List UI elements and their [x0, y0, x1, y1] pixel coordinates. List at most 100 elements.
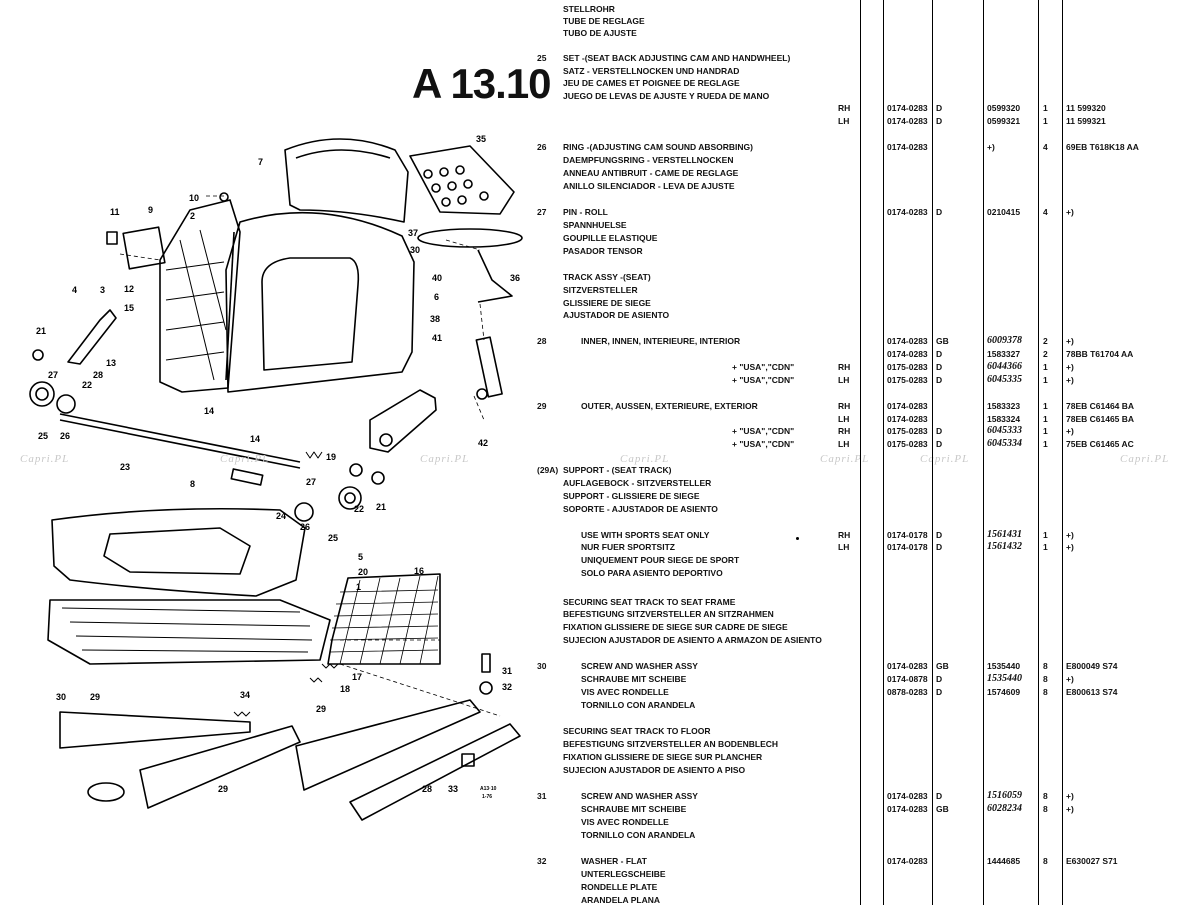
row-description: UNIQUEMENT POUR SIEGE DE SPORT: [581, 555, 740, 565]
row-description: AUFLAGEBOCK - SITZVERSTELLER: [563, 478, 712, 488]
row-serial-range: 0174-0283: [887, 207, 928, 217]
row-quantity: 1: [1043, 375, 1048, 385]
callout-21: 21: [36, 326, 46, 336]
callout-27b: 27: [306, 477, 316, 487]
row-part-number: 1561431: [987, 529, 1022, 540]
row-quantity: 8: [1043, 687, 1048, 697]
row-serial-range: 0175-0283: [887, 439, 928, 449]
row-quantity: 1: [1043, 401, 1048, 411]
callout-11: 11: [110, 207, 120, 217]
row-market-note: + "USA","CDN": [732, 362, 795, 372]
seat-track-drawing: [59, 711, 251, 749]
watermark: Capri.PL: [620, 453, 670, 465]
row-part-number: 1535440: [987, 661, 1021, 671]
speck: [796, 537, 799, 540]
callout-2: 2: [190, 211, 195, 221]
row-serial-range: 0174-0283: [887, 414, 928, 424]
callout-17: 17: [352, 672, 362, 682]
row-description: VIS AVEC RONDELLE: [581, 817, 669, 827]
part-row: PASADOR TENSOR: [0, 245, 1200, 257]
callout-10: 10: [189, 193, 199, 203]
callout-38: 38: [430, 314, 440, 324]
part-row: JUEGO DE LEVAS DE AJUSTE Y RUEDA DE MANO: [0, 90, 1200, 102]
row-source-code: D: [936, 103, 943, 113]
row-description: SECURING SEAT TRACK TO SEAT FRAME: [563, 597, 736, 607]
part-row: BEFESTIGUNG SITZVERSTELLER AN BODENBLECH: [0, 738, 1200, 750]
column-divider: [983, 0, 984, 905]
callout-3: 3: [100, 285, 105, 295]
row-serial-range: 0174-0283: [887, 661, 928, 671]
row-serial-range: 0174-0178: [887, 542, 928, 552]
callout-8: 8: [190, 479, 195, 489]
part-row: 26 RING -(ADJUSTING CAM SOUND ABSORBING) 0…: [0, 141, 1200, 153]
row-ref-number: 26: [537, 142, 547, 152]
row-part-number: 1535440: [987, 673, 1022, 684]
row-part-number: 1561432: [987, 541, 1022, 552]
callout-12: 12: [124, 284, 134, 294]
row-finis-code: E630027 S71: [1066, 856, 1118, 866]
part-row: SUJECION AJUSTADOR DE ASIENTO A PISO: [0, 764, 1200, 776]
callout-35: 35: [476, 134, 486, 144]
callout-29b: 29: [316, 704, 326, 714]
row-part-number: 1444685: [987, 856, 1021, 866]
row-description: JUEGO DE LEVAS DE AJUSTE Y RUEDA DE MANO: [563, 91, 770, 101]
row-description: GLISSIERE DE SIEGE: [563, 298, 651, 308]
callout-22b: 22: [354, 504, 364, 514]
row-ref-number: (29A): [537, 465, 559, 475]
row-finis-code: 11 599321: [1066, 116, 1106, 126]
row-ref-number: 32: [537, 856, 547, 866]
row-finis-code: 78EB C61464 BA: [1066, 401, 1135, 411]
row-serial-range: 0878-0283: [887, 687, 928, 697]
row-serial-range: 0174-0283: [887, 336, 928, 346]
row-description: JEU DE CAMES ET POIGNEE DE REGLAGE: [563, 78, 740, 88]
callout-26b: 26: [300, 522, 310, 532]
stamp-line-1: A13·10: [480, 786, 497, 792]
row-part-number: 1574609: [987, 687, 1021, 697]
row-description: UNTERLEGSCHEIBE: [581, 869, 666, 879]
row-quantity: 2: [1043, 336, 1048, 346]
callout-30: 30: [410, 245, 420, 255]
row-serial-range: 0174-0283: [887, 142, 928, 152]
callout-5: 5: [358, 552, 363, 562]
row-description: SOPORTE - AJUSTADOR DE ASIENTO: [563, 504, 718, 514]
column-divider: [860, 0, 861, 905]
row-description: RONDELLE PLATE: [581, 882, 658, 892]
column-divider: [883, 0, 884, 905]
part-row: ANNEAU ANTIBRUIT - CAME DE REGLAGE: [0, 167, 1200, 179]
row-serial-range: 0175-0283: [887, 362, 928, 372]
callout-7: 7: [258, 157, 263, 167]
row-description: PIN - ROLL: [563, 207, 608, 217]
row-source-code: D: [936, 530, 943, 540]
callout-14: 14: [204, 406, 214, 416]
row-description: TORNILLO CON ARANDELA: [581, 830, 696, 840]
row-ref-number: 28: [537, 336, 547, 346]
row-source-code: D: [936, 362, 943, 372]
row-source-code: D: [936, 375, 943, 385]
row-quantity: 1: [1043, 530, 1048, 540]
row-description: FIXATION GLISSIERE DE SIEGE SUR CADRE DE…: [563, 622, 788, 632]
row-finis-code: +): [1066, 530, 1074, 540]
row-part-number: 0599321: [987, 116, 1021, 126]
callout-33: 33: [448, 784, 458, 794]
row-description: OUTER, AUSSEN, EXTERIEURE, EXTERIOR: [581, 401, 758, 411]
row-description: RING -(ADJUSTING CAM SOUND ABSORBING): [563, 142, 753, 152]
row-market-note: + "USA","CDN": [732, 426, 795, 436]
part-row: SATZ - VERSTELLNOCKEN UND HANDRAD: [0, 65, 1200, 77]
part-row: SECURING SEAT TRACK TO SEAT FRAME: [0, 596, 1200, 608]
row-serial-range: 0174-0283: [887, 856, 928, 866]
part-row: TORNILLO CON ARANDELA: [0, 699, 1200, 711]
row-description: SUJECION AJUSTADOR DE ASIENTO A ARMAZON …: [563, 635, 822, 645]
row-quantity: 4: [1043, 207, 1048, 217]
callout-6: 6: [434, 292, 439, 302]
callout-21b: 21: [376, 502, 386, 512]
row-part-number: 6028234: [987, 803, 1022, 814]
